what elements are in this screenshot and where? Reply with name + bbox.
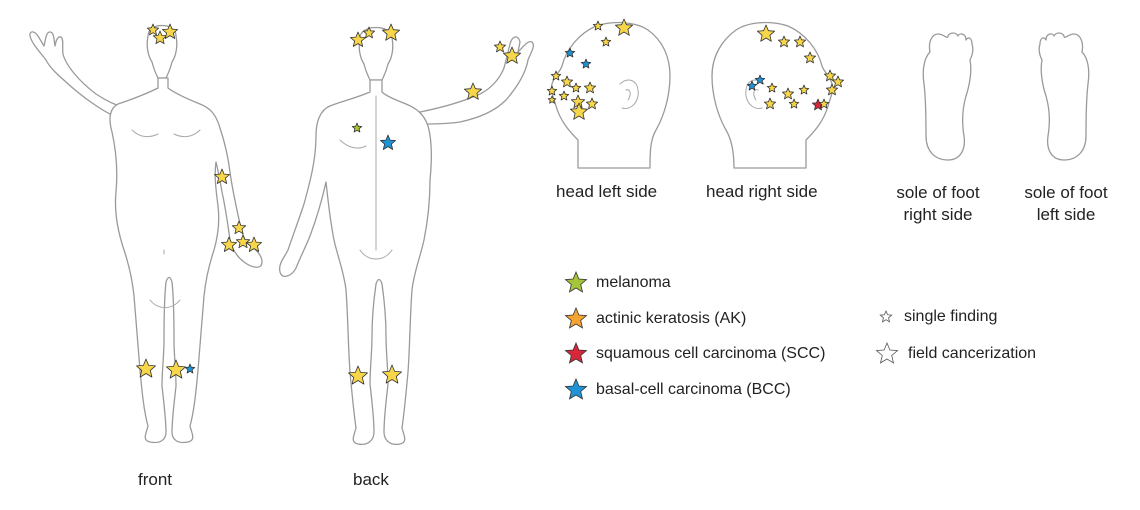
melanoma-star-icon — [351, 122, 363, 133]
lesion-markers — [136, 18, 845, 385]
star-icon — [879, 309, 893, 323]
legend-melanoma: melanoma — [564, 271, 671, 295]
field-star-icon — [831, 75, 845, 88]
head-right-side-figure — [711, 21, 834, 169]
legend-scc-label: squamous cell carcinoma (SCC) — [596, 345, 826, 362]
field-star-icon — [585, 97, 599, 110]
label-sole-left-line1: sole of foot — [1024, 183, 1108, 202]
field-star-icon — [798, 84, 810, 95]
field-star-icon — [793, 35, 807, 48]
field-star-icon — [600, 36, 612, 47]
field-star-icon — [803, 51, 817, 64]
label-back: back — [353, 470, 389, 489]
field-star-icon — [757, 24, 775, 42]
legend-ak: actinic keratosis (AK) — [564, 307, 746, 331]
bcc-star-icon — [564, 47, 576, 58]
label-head-left: head left side — [556, 182, 658, 201]
legend-bcc: basal-cell carcinoma (BCC) — [564, 378, 791, 402]
field-star-icon — [818, 98, 830, 109]
label-sole-right-line2: right side — [903, 205, 973, 224]
bcc-star-icon — [746, 80, 758, 91]
field-star-icon — [463, 82, 483, 100]
label-sole-left: sole of foot left side — [1010, 182, 1122, 226]
star-icon — [875, 341, 899, 364]
star-icon — [564, 378, 588, 400]
field-star-icon — [823, 69, 837, 82]
field-star-icon — [381, 23, 401, 41]
field-star-icon — [781, 87, 795, 100]
field-star-icon — [560, 75, 574, 88]
field-star-icon — [788, 98, 800, 109]
field-star-icon — [583, 81, 597, 94]
field-star-icon — [136, 358, 156, 378]
field-star-icon — [231, 220, 247, 235]
legend-melanoma-label: melanoma — [596, 274, 671, 291]
field-star-icon — [570, 82, 582, 93]
field-star-icon — [546, 85, 558, 96]
legend-single-label: single finding — [904, 308, 998, 325]
field-star-icon — [570, 102, 588, 120]
head-left-side-figure — [550, 21, 671, 169]
front-body-figure — [29, 24, 263, 444]
label-front: front — [138, 470, 173, 489]
field-star-icon — [502, 46, 521, 64]
field-star-icon — [166, 359, 186, 379]
field-star-icon — [362, 26, 376, 39]
bcc-star-icon — [184, 363, 196, 374]
label-head-right: head right side — [706, 182, 818, 201]
field-star-icon — [493, 40, 507, 53]
field-star-icon — [825, 83, 839, 96]
field-star-icon — [152, 30, 168, 45]
field-star-icon — [161, 23, 179, 39]
field-star-icon — [349, 31, 367, 47]
legend-scc: squamous cell carcinoma (SCC) — [564, 342, 825, 366]
bcc-star-icon — [379, 134, 397, 150]
legend-field: field cancerization — [874, 341, 1036, 367]
legend-bcc-label: basal-cell carcinoma (BCC) — [596, 381, 791, 398]
field-star-icon — [146, 23, 160, 36]
field-star-icon — [235, 234, 251, 249]
legend-ak-label: actinic keratosis (AK) — [596, 310, 747, 327]
legend-field-label: field cancerization — [908, 345, 1037, 362]
field-star-icon — [550, 70, 562, 81]
field-star-icon — [777, 35, 791, 48]
field-star-icon — [592, 20, 604, 31]
field-star-icon — [766, 82, 778, 93]
field-star-icon — [213, 168, 231, 184]
field-star-icon — [220, 236, 238, 252]
star-icon — [564, 307, 588, 329]
field-star-icon — [245, 236, 263, 252]
field-star-icon — [763, 97, 777, 110]
field-star-icon — [348, 365, 368, 385]
bcc-star-icon — [580, 58, 592, 69]
label-sole-right-line1: sole of foot — [896, 183, 980, 202]
star-icon — [564, 271, 588, 293]
field-star-icon — [615, 18, 633, 36]
legend-single: single finding — [876, 307, 997, 327]
field-star-icon — [547, 95, 557, 104]
field-star-icon — [382, 364, 402, 384]
sole-right-figure — [922, 32, 974, 161]
label-sole-right: sole of foot right side — [882, 182, 994, 226]
label-sole-left-line2: left side — [1036, 205, 1096, 224]
back-body-figure — [278, 26, 534, 446]
field-star-icon — [558, 90, 570, 101]
sole-left-figure — [1038, 32, 1090, 161]
star-icon — [564, 342, 588, 364]
bcc-star-icon — [754, 74, 766, 85]
